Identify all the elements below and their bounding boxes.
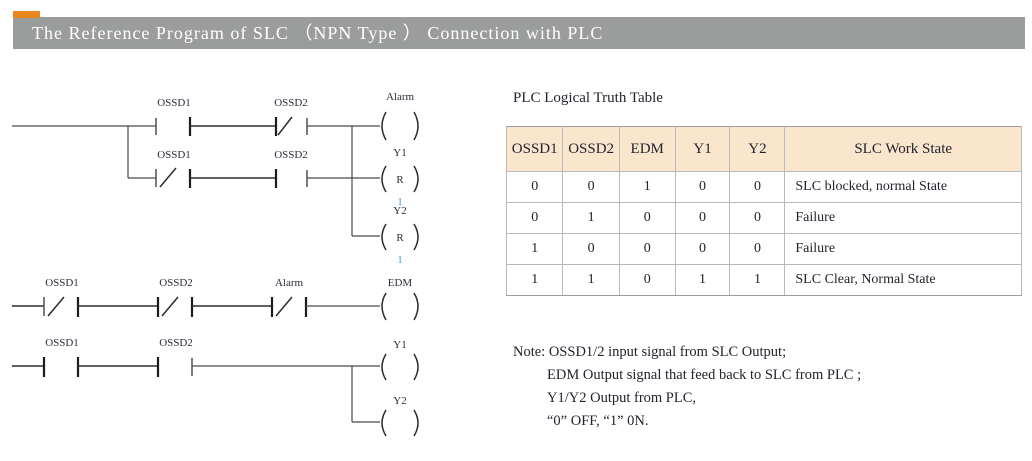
- column-header-y2: Y2: [729, 126, 786, 172]
- cell-y2: 0: [729, 202, 786, 234]
- coil-y1-reset: Y1 R 1: [381, 147, 419, 208]
- coil-sub-label: 1: [397, 196, 403, 208]
- note-line-4: “0” OFF, “1” 0N.: [547, 413, 649, 429]
- contact-label: OSSD1: [157, 97, 191, 109]
- truth-table-title: PLC Logical Truth Table: [513, 90, 663, 106]
- cell-ossd1: 0: [505, 202, 564, 234]
- rung-3-branch-a: [12, 357, 380, 377]
- cell-y2: 0: [729, 171, 786, 203]
- coil-label: Alarm: [386, 91, 415, 103]
- cell-y1: 0: [674, 171, 731, 203]
- page-title: The Reference Program of SLC （NPN Type ）…: [32, 23, 604, 43]
- rung-1-branch-b: [155, 167, 380, 188]
- column-header-ossd2: OSSD2: [562, 126, 620, 172]
- note-line-2: EDM Output signal that feed back to SLC …: [547, 367, 862, 383]
- coil-y1: Y1: [381, 339, 419, 381]
- note-line-3: Y1/Y2 Output from PLC,: [547, 390, 697, 406]
- coil-y2: Y2: [381, 395, 419, 437]
- column-header-ossd1: OSSD1: [505, 126, 564, 172]
- cell-slc-work-state: SLC blocked, normal State: [784, 171, 1022, 203]
- contact-label: OSSD2: [274, 149, 308, 161]
- cell-ossd2: 0: [562, 233, 620, 265]
- cell-y2: 0: [729, 233, 786, 265]
- coil-label: Y2: [393, 395, 406, 407]
- coil-inner-label: R: [396, 174, 404, 186]
- cell-y2: 1: [729, 264, 786, 296]
- coil-label: EDM: [388, 277, 413, 289]
- contact-label: OSSD1: [157, 149, 191, 161]
- cell-y1: 0: [674, 233, 731, 265]
- cell-ossd2: 1: [562, 202, 620, 234]
- cell-slc-work-state: Failure: [784, 233, 1022, 265]
- cell-y1: 1: [674, 264, 731, 296]
- contact-label: Alarm: [275, 277, 304, 289]
- cell-ossd1: 1: [505, 264, 564, 296]
- coil-y2-reset: Y2 R 1: [381, 205, 419, 266]
- coil-label: Y1: [393, 339, 406, 351]
- notes-block: Note: OSSD1/2 input signal from SLC Outp…: [513, 341, 861, 433]
- cell-slc-work-state: SLC Clear, Normal State: [784, 264, 1022, 296]
- contact-label: OSSD2: [159, 277, 193, 289]
- coil-edm: EDM: [381, 277, 419, 321]
- cell-edm: 0: [618, 202, 676, 234]
- contact-label: OSSD1: [45, 277, 79, 289]
- coil-sub-label: 1: [397, 254, 403, 266]
- cell-edm: 0: [618, 233, 676, 265]
- plc-truth-table: OSSD1 OSSD2 EDM Y1 Y2 SLC Work State 0 0…: [505, 126, 1022, 296]
- cell-y1: 0: [674, 202, 731, 234]
- cell-edm: 0: [618, 264, 676, 296]
- table-row: 1 1 0 1 1 SLC Clear, Normal State: [505, 264, 1022, 296]
- table-header-row: OSSD1 OSSD2 EDM Y1 Y2 SLC Work State: [505, 126, 1022, 172]
- title-bar: [13, 17, 1025, 49]
- rung-1-branch-a: [12, 116, 380, 136]
- cell-slc-work-state: Failure: [784, 202, 1022, 234]
- cell-edm: 1: [618, 171, 676, 203]
- rung-2-branch-a: [12, 296, 380, 317]
- column-header-edm: EDM: [618, 126, 676, 172]
- contact-label: OSSD2: [274, 97, 308, 109]
- table-row: 1 0 0 0 0 Failure: [505, 233, 1022, 265]
- table-row: 0 0 1 0 0 SLC blocked, normal State: [505, 171, 1022, 203]
- coil-label: Y1: [393, 147, 406, 159]
- contact-label: OSSD2: [159, 337, 193, 349]
- cell-ossd2: 1: [562, 264, 620, 296]
- column-header-slc-work-state: SLC Work State: [784, 126, 1022, 172]
- cell-ossd1: 1: [505, 233, 564, 265]
- column-header-y1: Y1: [674, 126, 731, 172]
- cell-ossd1: 0: [505, 171, 564, 203]
- orange-accent-mark: [13, 11, 40, 18]
- ladder-diagram: Alarm Y1 R 1 Y2 R 1 OSSD1 OSSD2 OSSD1 OS…: [0, 78, 480, 448]
- coil-inner-label: R: [396, 232, 404, 244]
- contact-label: OSSD1: [45, 337, 79, 349]
- table-row: 0 1 0 0 0 Failure: [505, 202, 1022, 234]
- coil-alarm: Alarm: [381, 91, 419, 141]
- coil-label: Y2: [393, 205, 406, 217]
- note-line-1: Note: OSSD1/2 input signal from SLC Outp…: [513, 344, 787, 360]
- cell-ossd2: 0: [562, 171, 620, 203]
